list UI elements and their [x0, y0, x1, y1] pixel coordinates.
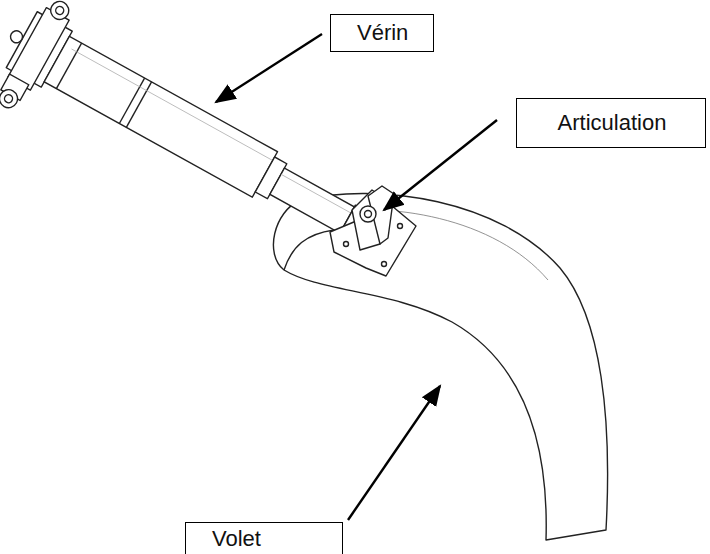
label-box: Articulation [516, 98, 706, 148]
flap-curl [284, 230, 334, 270]
label-box: Vérin [330, 14, 434, 52]
part-name: Vérin [357, 20, 408, 46]
part-name: Articulation [558, 110, 667, 136]
label-box: Volet [185, 522, 343, 554]
leader-arrow [216, 34, 322, 102]
hinge-bracket [330, 186, 416, 276]
leader-arrow [348, 386, 440, 520]
part-name: Volet [212, 526, 261, 552]
leader-arrow [384, 120, 497, 210]
flap [273, 193, 607, 540]
